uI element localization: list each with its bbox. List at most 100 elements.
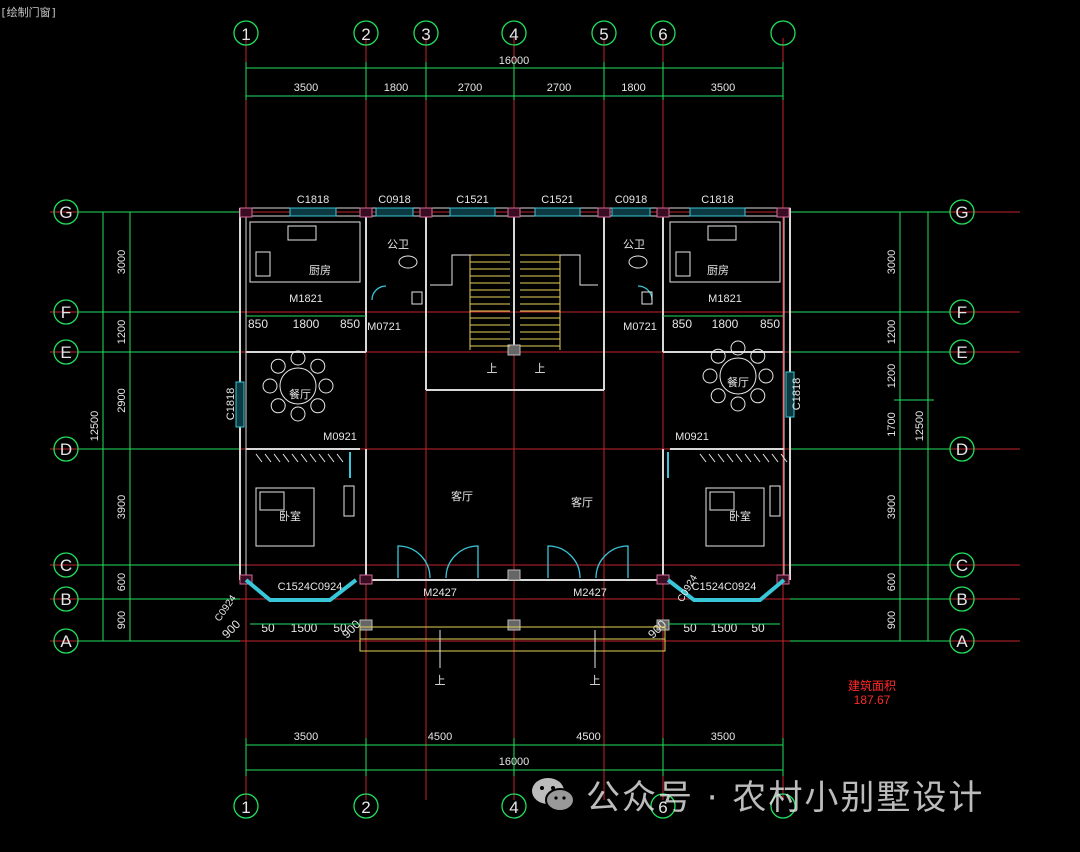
grid-bubble-bottom: [501, 793, 527, 819]
dim-bottom-seg-label: 4500: [576, 731, 600, 743]
window-left: [235, 381, 245, 428]
grid-bubble-bottom: [353, 793, 379, 819]
bay-window-label: C1524C0924: [278, 581, 343, 593]
dim-bottom-seg-label: 4500: [428, 731, 452, 743]
window-label-top: C0918: [615, 194, 647, 206]
area-value: 187.67: [854, 693, 891, 707]
dim-small-a: 1500: [711, 621, 738, 635]
wall-column: [359, 207, 373, 218]
window-label-top: C1818: [297, 194, 329, 206]
dim-right-seg-label: 1200: [886, 364, 898, 388]
dim-left-total-label: 12500: [89, 411, 101, 442]
grid-label-left: D: [60, 440, 72, 459]
grid-label-left: A: [60, 632, 72, 651]
bay-window-right: [666, 578, 786, 602]
wardrobe-hatch: [762, 453, 770, 463]
wall-column: [656, 207, 670, 218]
dim-bottom-seg-label: 3500: [711, 731, 735, 743]
door-label: M2427: [573, 587, 607, 599]
dining-chair: [702, 368, 718, 384]
grid-label-top: 5: [599, 25, 608, 44]
grid-label-right: C: [956, 556, 968, 575]
dim-top-seg-label: 2700: [547, 82, 571, 94]
door-swing: [371, 285, 387, 301]
door-label: M2427: [423, 587, 457, 599]
wall-column: [597, 207, 611, 218]
bay-window-label: C1524C0924: [692, 581, 757, 593]
dining-chair: [262, 378, 278, 394]
door-label: M1821: [708, 293, 742, 305]
bay-window-left: [244, 578, 358, 602]
grid-label-left: B: [60, 590, 71, 609]
dim-left-seg-label: 3900: [116, 495, 128, 519]
wardrobe-hatch: [282, 453, 290, 463]
dim-left-seg-label: 900: [116, 611, 128, 629]
dining-chair: [310, 358, 326, 374]
entry-up-label: 上: [435, 674, 446, 687]
window-label-top: C1521: [541, 194, 573, 206]
desk: [769, 485, 781, 517]
dining-chair: [710, 348, 726, 364]
grid-label-left: C: [60, 556, 72, 575]
wardrobe-hatch: [780, 453, 788, 463]
grid-label-right: F: [957, 303, 967, 322]
dining-chair: [290, 406, 306, 422]
dim-small-f: 1800: [293, 317, 320, 331]
window-label-left: C1818: [225, 388, 237, 420]
kitchen-counter: [669, 221, 781, 283]
grid-bubble-top: [770, 20, 796, 46]
dim-small-f: 1800: [712, 317, 739, 331]
dim-small-f: 850: [340, 317, 360, 331]
door-label: M0921: [675, 431, 709, 443]
dim-right-seg-label: 900: [886, 611, 898, 629]
wall-column: [656, 574, 670, 585]
dim-top-seg-label: 1800: [621, 82, 645, 94]
kitchen-sink: [707, 225, 737, 241]
room-label-bedroom: 卧室: [279, 509, 301, 523]
wardrobe-hatch: [726, 453, 734, 463]
grid-label-left: F: [61, 303, 71, 322]
stair-up-label: 上: [535, 362, 546, 375]
wechat-icon: [530, 775, 576, 815]
window-label-top: C1521: [456, 194, 488, 206]
room-label-dining: 餐厅: [727, 375, 749, 389]
dim-left-seg-label: 600: [116, 573, 128, 591]
kitchen-sink: [287, 225, 317, 241]
dining-table: [279, 367, 317, 405]
column: [359, 619, 373, 631]
room-label-living: 客厅: [451, 489, 473, 503]
dim-top-total-label: 16000: [499, 55, 530, 67]
wardrobe-hatch: [744, 453, 752, 463]
wardrobe-hatch: [753, 453, 761, 463]
room-label-bath: 公卫: [387, 239, 409, 251]
wall-column: [239, 207, 253, 218]
room-label-dining: 餐厅: [289, 387, 311, 401]
grid-label-top: 3: [421, 25, 430, 44]
wardrobe-hatch: [717, 453, 725, 463]
room-label-bedroom: 卧室: [729, 509, 751, 523]
wardrobe-hatch: [264, 453, 272, 463]
dim-top-seg-label: 3500: [711, 82, 735, 94]
wall-column: [507, 207, 521, 218]
dim-small-a: 50: [683, 621, 697, 635]
dim-right-seg-label: 3000: [886, 250, 898, 274]
dim-right-seg-label: 1200: [886, 320, 898, 344]
room-label-bath: 公卫: [623, 239, 645, 251]
dining-chair: [310, 398, 326, 414]
toilet-icon: [628, 255, 648, 269]
basin-icon: [411, 291, 423, 305]
wardrobe-hatch: [336, 453, 344, 463]
grid-label-bottom: 6: [658, 798, 667, 817]
door-swing: [637, 285, 653, 301]
wardrobe-hatch: [318, 453, 326, 463]
dim-small-a: 50: [261, 621, 275, 635]
dining-chair: [290, 350, 306, 366]
room-label-kitchen: 厨房: [309, 264, 331, 277]
grid-label-top: 6: [658, 25, 667, 44]
room-label-living: 客厅: [571, 495, 593, 509]
window-label-right: C1818: [791, 378, 803, 410]
wardrobe-hatch: [309, 453, 317, 463]
grid-label-top: 4: [509, 25, 518, 44]
dining-chair: [730, 396, 746, 412]
pillow: [259, 491, 285, 511]
